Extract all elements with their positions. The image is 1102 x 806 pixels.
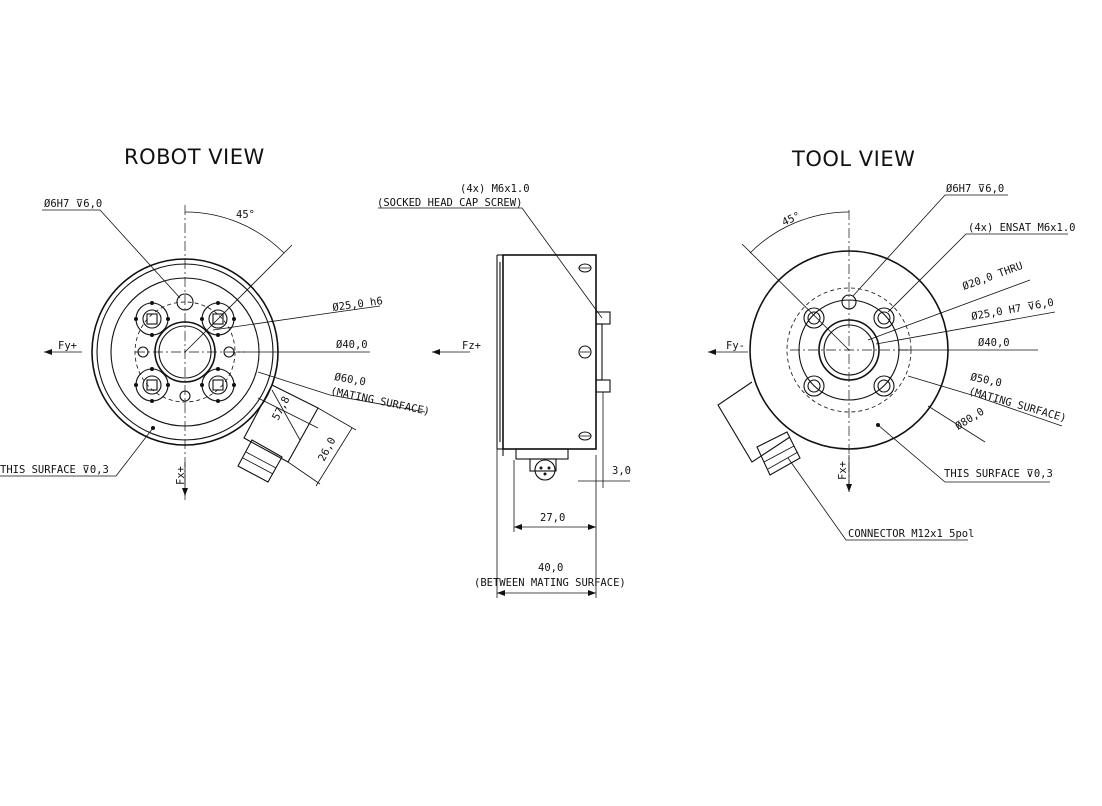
robot-connector [237, 384, 319, 483]
side-screw-qty: (4x) M6x1.0 [460, 183, 530, 195]
tool-insert-ur [873, 307, 895, 329]
tool-ensat-label: (4x) ENSAT M6x1.0 [968, 222, 1075, 234]
robot-hole-left [137, 346, 149, 358]
side-between-label: (BETWEEN MATING SURFACE) [474, 577, 626, 589]
side-dim40-label: 40,0 [538, 562, 563, 574]
tool-fx-label: Fx+ [837, 461, 849, 480]
robot-d60-label: Ø60,0 [333, 371, 366, 388]
tool-angle-arc [749, 211, 850, 254]
robot-view: ROBOT VIEW [0, 145, 431, 500]
tool-pin-leader [852, 194, 1008, 297]
side-fastener-bottom [578, 431, 592, 441]
tool-angle-label: 45° [780, 210, 802, 229]
robot-pin-label: Ø6H7 ⊽6,0 [44, 198, 102, 210]
robot-screw-ul [134, 301, 170, 337]
tool-surface-label: THIS SURFACE ⊽0,3 [944, 468, 1053, 480]
robot-dim578-label: 57,8 [270, 394, 292, 422]
tool-view-title: TOOL VIEW [791, 147, 915, 171]
side-fastener-top [578, 263, 592, 273]
tool-pin-label: Ø6H7 ⊽6,0 [946, 183, 1004, 195]
tool-surface-leader [877, 424, 1050, 483]
tool-view: TOOL VIEW 45° Ø6H7 ⊽6,0 (4x) ENSAT M6x1.… [708, 147, 1075, 541]
tool-ensat-leader [887, 233, 1068, 313]
robot-dim26-ext2 [287, 461, 321, 485]
side-dim27-label: 27,0 [540, 512, 565, 524]
tool-insert-ll [803, 375, 825, 397]
robot-fy-label: Fy+ [58, 340, 77, 352]
robot-d25-leader [212, 305, 381, 331]
tool-d80-label: Ø80,0 [953, 406, 986, 433]
robot-d25-label: Ø25,0 h6 [332, 295, 384, 314]
robot-screw-lr [200, 367, 236, 403]
tool-connector [717, 381, 801, 476]
side-screw-top [595, 311, 611, 325]
tool-angle-line [741, 243, 850, 351]
robot-dim578-ext [257, 397, 319, 429]
tool-connector-leader [787, 457, 968, 541]
robot-hole-bottom [179, 390, 191, 402]
tool-pin-hole [841, 294, 857, 310]
robot-hole-right [223, 346, 235, 358]
tool-mating-label: (MATING SURFACE) [967, 385, 1068, 424]
robot-angle-line [184, 244, 293, 353]
robot-d40-label: Ø40,0 [336, 339, 368, 351]
tool-d40-label: Ø40,0 [978, 337, 1010, 349]
side-screw-desc: (SOCKED HEAD CAP SCREW) [377, 197, 522, 209]
robot-fx-label: Fx+ [175, 466, 187, 485]
robot-dim26-ext1 [317, 407, 357, 431]
robot-surface-label: THIS SURFACE ⊽0,3 [0, 464, 109, 476]
tool-d25-leader [875, 311, 1056, 345]
side-fastener-mid [578, 345, 592, 359]
robot-pin-leader [42, 209, 181, 299]
side-connector [515, 448, 569, 481]
side-view: (4x) M6x1.0 (SOCKED HEAD CAP SCREW) Fz+ … [377, 183, 631, 598]
tool-d20-leader [867, 279, 1031, 341]
tool-connector-label: CONNECTOR M12x1 5pol [848, 528, 974, 540]
robot-dim26-label: 26,0 [316, 435, 338, 463]
robot-dim26-line [315, 427, 353, 487]
side-screw-leader [378, 207, 603, 319]
tool-d80-leader [927, 405, 986, 443]
tool-d20-label: Ø20,0 THRU [961, 260, 1025, 293]
side-fz-label: Fz+ [462, 340, 481, 352]
tool-d25-label: Ø25,0 H7 ⊽6,0 [970, 297, 1054, 323]
side-screw-bottom [595, 379, 611, 393]
robot-pin-hole [176, 293, 194, 311]
tool-insert-lr [873, 375, 895, 397]
tool-d50-leader [907, 375, 1063, 427]
robot-mating-label: (MATING SURFACE) [329, 385, 430, 418]
robot-view-title: ROBOT VIEW [124, 145, 265, 169]
robot-dim578-line [271, 389, 301, 441]
tool-fy-label: Fy- [726, 340, 745, 352]
tool-insert-ul [803, 307, 825, 329]
robot-screw-ur [200, 301, 236, 337]
robot-screw-ll [134, 367, 170, 403]
robot-surface-leader [0, 427, 154, 477]
side-dim3-label: 3,0 [612, 465, 631, 477]
side-plate [595, 323, 603, 381]
robot-angle-arc [184, 211, 285, 254]
robot-d60-leader [257, 371, 426, 413]
robot-angle-label: 45° [236, 209, 255, 221]
